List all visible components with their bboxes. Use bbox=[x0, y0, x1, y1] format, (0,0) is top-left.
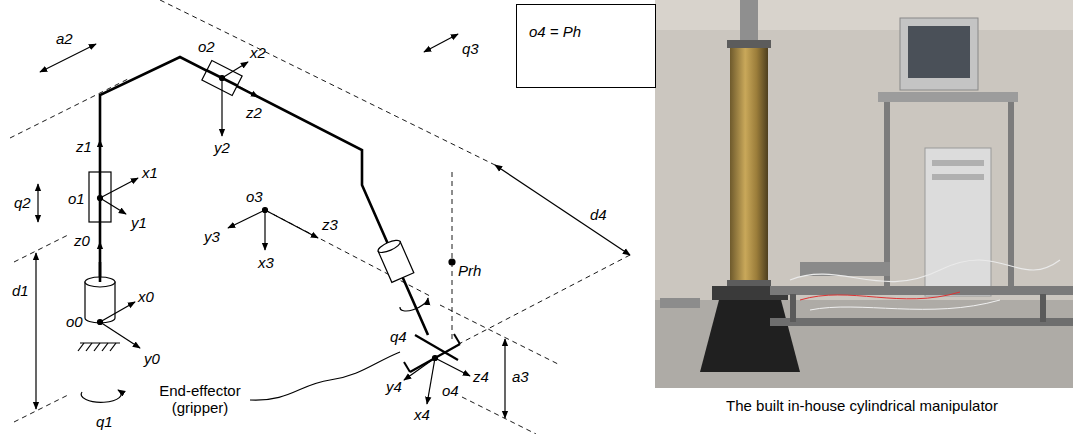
legend-box: o4 = Ph bbox=[516, 4, 656, 88]
frame-0-axes bbox=[81, 242, 140, 402]
axis-label: x2 bbox=[250, 44, 266, 61]
axis-label: y4 bbox=[386, 378, 402, 395]
axis-label: Prh bbox=[458, 262, 481, 279]
manipulator-photo bbox=[655, 0, 1073, 388]
axis-label: d4 bbox=[590, 206, 607, 223]
axis-label: d1 bbox=[12, 282, 29, 299]
axis-label: o4 bbox=[442, 382, 459, 399]
axis-label: q2 bbox=[14, 194, 31, 211]
axis-label: y3 bbox=[204, 228, 220, 245]
axis-label: z1 bbox=[76, 138, 92, 155]
axis-label: q1 bbox=[96, 413, 113, 430]
axis-label: y1 bbox=[131, 214, 147, 231]
axis-label: q4 bbox=[390, 328, 407, 345]
axis-label: a2 bbox=[56, 30, 73, 47]
axis-label: x4 bbox=[414, 406, 430, 423]
axis-label: a3 bbox=[512, 368, 529, 385]
box-text: o4 = Ph bbox=[517, 5, 655, 40]
axis-label: o3 bbox=[246, 188, 263, 205]
axis-label: z0 bbox=[74, 232, 90, 249]
axis-label: o1 bbox=[68, 190, 85, 207]
axis-label: q3 bbox=[462, 40, 479, 57]
axis-label: y0 bbox=[144, 350, 160, 367]
wrist-and-gripper bbox=[250, 238, 505, 418]
axis-label: x3 bbox=[258, 254, 274, 271]
axis-label: x0 bbox=[138, 288, 154, 305]
axis-label: o2 bbox=[198, 38, 215, 55]
axis-label: z2 bbox=[246, 104, 262, 121]
callout-text: End-effector (gripper) bbox=[150, 382, 250, 416]
robot-links bbox=[100, 57, 428, 335]
base-cylinder bbox=[78, 262, 120, 351]
frame-1-joint bbox=[36, 44, 138, 409]
axis-label: z3 bbox=[322, 216, 338, 233]
axis-label: x1 bbox=[142, 164, 158, 181]
axis-label: z4 bbox=[473, 368, 489, 385]
axis-label: o0 bbox=[66, 313, 83, 330]
photo-caption: The built in-house cylindrical manipulat… bbox=[655, 397, 1069, 414]
axis-label: y2 bbox=[214, 139, 230, 156]
